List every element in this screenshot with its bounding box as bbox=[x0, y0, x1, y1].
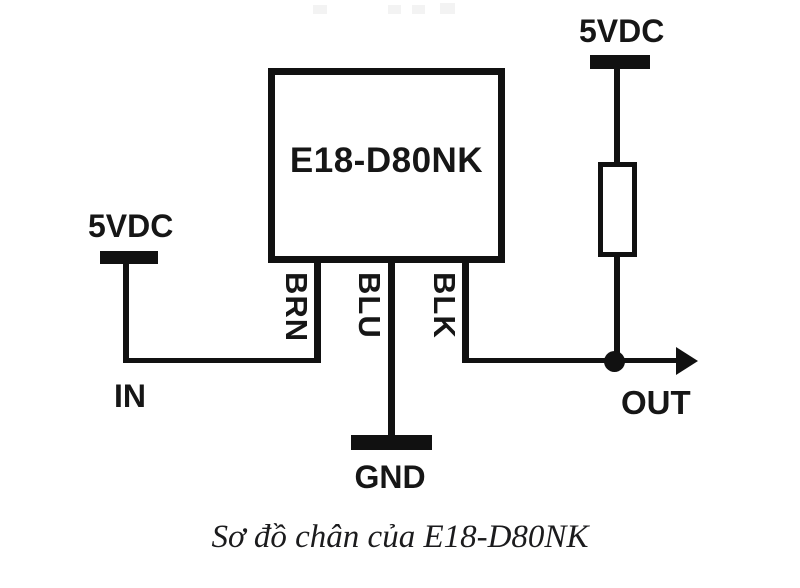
supply-bar-right bbox=[590, 55, 650, 69]
top-artifact-mark bbox=[440, 3, 455, 14]
top-artifact-mark bbox=[313, 5, 327, 14]
resistor bbox=[598, 162, 637, 257]
caption: Sơ đồ chân của E18-D80NK bbox=[211, 519, 589, 555]
supply-stem-left bbox=[123, 263, 129, 363]
sensor-box: E18-D80NK bbox=[268, 68, 505, 263]
supply-stem-right bbox=[614, 68, 620, 164]
pin-wire-blk bbox=[462, 258, 469, 363]
top-artifact-mark bbox=[388, 5, 401, 14]
out-arrowhead-icon bbox=[676, 347, 698, 375]
resistor-bottom-wire bbox=[614, 255, 620, 362]
top-artifact-mark bbox=[412, 5, 425, 14]
out-wire bbox=[464, 358, 680, 363]
gnd-bar bbox=[351, 435, 432, 450]
out-label: OUT bbox=[621, 384, 691, 421]
in-label: IN bbox=[114, 378, 146, 414]
in-wire bbox=[123, 358, 321, 363]
pin-label-blu: BLU bbox=[352, 272, 387, 339]
pin-label-brn: BRN bbox=[279, 272, 314, 343]
supply-label-left: 5VDC bbox=[88, 208, 174, 244]
supply-bar-left bbox=[100, 251, 158, 264]
pin-wire-brn bbox=[314, 258, 321, 363]
supply-label-right: 5VDC bbox=[579, 13, 665, 49]
pin-label-blk: BLK bbox=[427, 272, 462, 339]
pin-wire-blu bbox=[388, 258, 395, 438]
gnd-label: GND bbox=[354, 459, 426, 495]
sensor-label: E18-D80NK bbox=[289, 140, 484, 180]
junction-dot bbox=[604, 351, 625, 372]
